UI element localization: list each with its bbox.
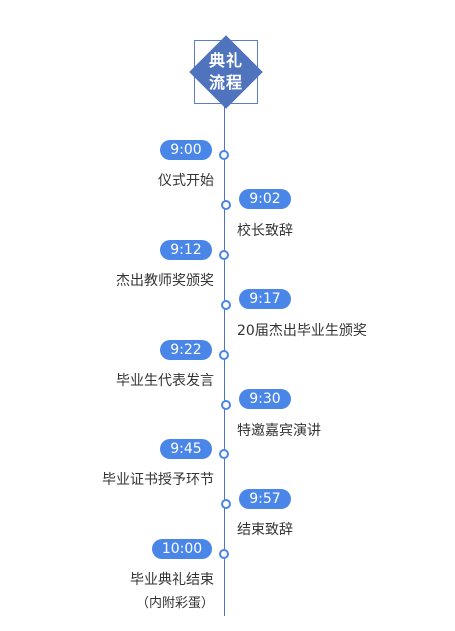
time-pill: 9:17 bbox=[239, 289, 291, 309]
event-label: 仪式开始 bbox=[158, 173, 214, 189]
event-label: 20届杰出毕业生颁奖 bbox=[237, 323, 367, 339]
time-pill: 9:57 bbox=[239, 489, 291, 509]
time-pill: 9:00 bbox=[160, 140, 212, 160]
time-pill: 9:30 bbox=[239, 389, 291, 409]
timeline-dot bbox=[221, 200, 231, 210]
timeline-axis bbox=[224, 104, 225, 616]
timeline-dot bbox=[219, 449, 229, 459]
timeline-dot bbox=[219, 549, 229, 559]
time-pill: 9:02 bbox=[239, 189, 291, 209]
event-note: （内附彩蛋） bbox=[135, 596, 214, 611]
event-label: 毕业生代表发言 bbox=[116, 373, 214, 389]
event-label: 结束致辞 bbox=[237, 522, 293, 538]
timeline-dot bbox=[219, 350, 229, 360]
timeline-dot bbox=[221, 400, 231, 410]
header-title: 典礼 流程 bbox=[208, 51, 243, 92]
event-label: 特邀嘉宾演讲 bbox=[237, 423, 321, 439]
event-label: 校长致辞 bbox=[237, 223, 293, 239]
event-label: 杰出教师奖颁奖 bbox=[116, 273, 214, 289]
timeline-dot bbox=[219, 250, 229, 260]
timeline-header: 典礼 流程 bbox=[189, 35, 263, 109]
timeline-dot bbox=[221, 499, 231, 509]
time-pill: 10:00 bbox=[152, 539, 212, 559]
time-pill: 9:45 bbox=[160, 439, 212, 459]
timeline-dot bbox=[219, 150, 229, 160]
timeline-dot bbox=[221, 300, 231, 310]
event-label: 毕业证书授予环节 bbox=[102, 472, 214, 488]
event-label: 毕业典礼结束 bbox=[130, 572, 214, 588]
time-pill: 9:22 bbox=[160, 340, 212, 360]
time-pill: 9:12 bbox=[160, 240, 212, 260]
